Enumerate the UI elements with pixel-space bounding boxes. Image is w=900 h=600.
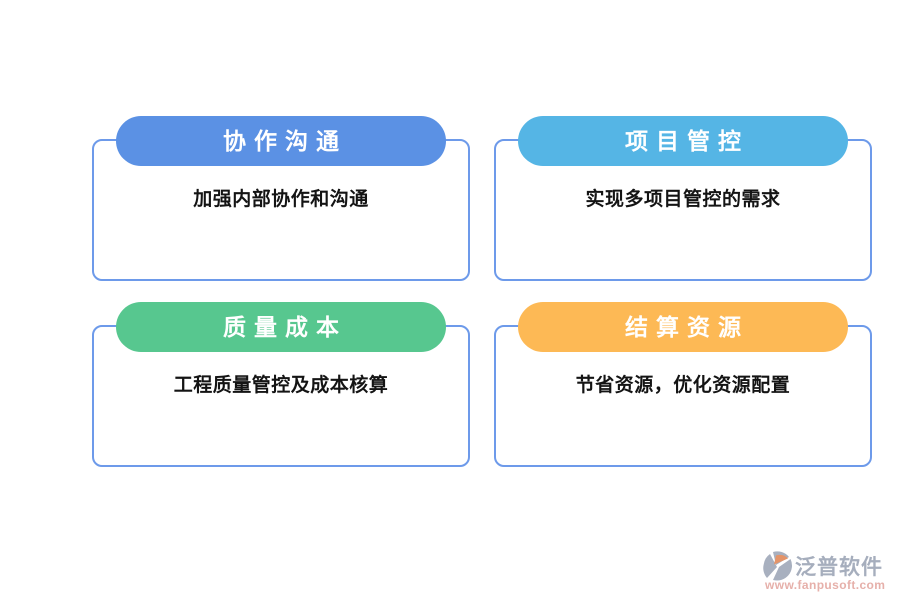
brand-name: 泛普软件 [795, 556, 883, 579]
brand-watermark: 泛普软件 www.fanpusoft.com [763, 550, 897, 595]
card-collaboration: 协作沟通 加强内部协作和沟通 [92, 116, 470, 282]
card-quality-cost-header: 质量成本 [116, 302, 446, 352]
card-project-control-header: 项目管控 [518, 116, 848, 166]
card-quality-cost: 质量成本 工程质量管控及成本核算 [92, 302, 470, 468]
card-settlement-resources: 结算资源 节省资源，优化资源配置 [494, 302, 872, 468]
card-settlement-resources-text: 节省资源，优化资源配置 [575, 375, 791, 396]
fanpu-logo-icon [763, 551, 793, 581]
card-project-control: 项目管控 实现多项目管控的需求 [494, 116, 872, 282]
card-quality-cost-text: 工程质量管控及成本核算 [173, 375, 389, 396]
card-collaboration-text: 加强内部协作和沟通 [193, 189, 369, 210]
brand-url: www.fanpusoft.com [765, 578, 886, 592]
card-settlement-resources-header: 结算资源 [518, 302, 848, 352]
card-project-control-text: 实现多项目管控的需求 [585, 189, 781, 210]
card-collaboration-header: 协作沟通 [116, 116, 446, 166]
